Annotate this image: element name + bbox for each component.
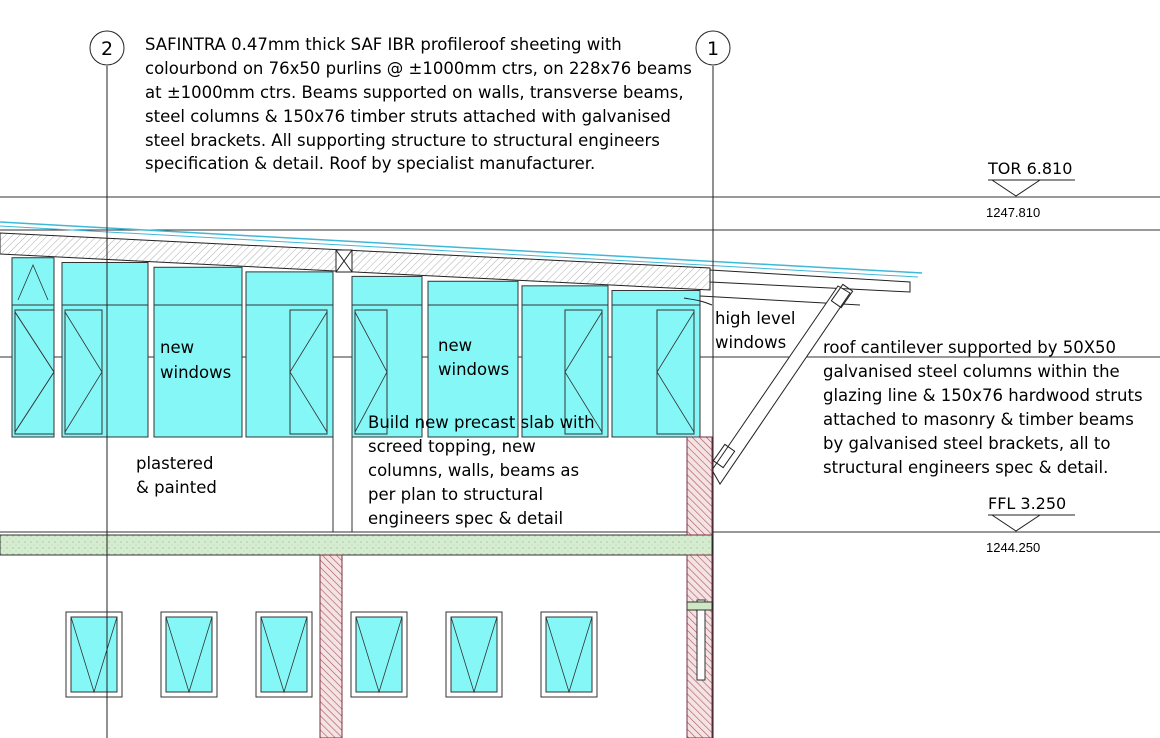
label-line: new — [160, 338, 194, 357]
level-value: 1244.250 — [986, 540, 1040, 555]
grid-marker-label: 2 — [101, 38, 113, 60]
upper-glazing — [11, 257, 701, 438]
roof-note: SAFINTRA 0.47mm thick SAF IBR profileroo… — [145, 35, 692, 173]
label-new-windows-2: new windows — [438, 336, 509, 379]
lower-window-glass — [545, 616, 593, 693]
leader-arrow-icon — [683, 297, 713, 306]
grid-marker-2: 2 — [89, 30, 125, 66]
label-line: high level — [715, 309, 795, 328]
note-line: steel brackets. All supporting structure… — [145, 131, 660, 150]
label-line: windows — [160, 363, 231, 382]
wall-opening — [696, 599, 706, 681]
note-line: screed topping, new — [368, 437, 536, 456]
note-line: per plan to structural — [368, 485, 543, 504]
grid-lines — [106, 66, 714, 738]
sash-hinge-lines — [70, 616, 118, 694]
top-hung-lines — [17, 263, 49, 301]
grid-marker-label: 1 — [707, 38, 719, 60]
label-line: new — [438, 336, 472, 355]
note-line: glazing line & 150x76 hardwood struts — [823, 386, 1143, 405]
opening-sash — [14, 309, 55, 435]
note-line: attached to masonry & timber beams — [823, 410, 1134, 429]
opening-sash — [289, 309, 328, 435]
label-line: windows — [715, 333, 786, 352]
sash-hinge-lines — [354, 311, 388, 433]
note-line: engineers spec & detail — [368, 509, 563, 528]
note-line: steel columns & 150x76 timber struts att… — [145, 107, 671, 126]
level-label: FFL 3.250 — [988, 494, 1066, 513]
lower-window-glass — [70, 616, 118, 693]
lower-window-glass — [355, 616, 403, 693]
sash-hinge-lines — [165, 616, 213, 694]
opening-sash — [564, 309, 603, 435]
label-high-level-windows: high level windows — [683, 297, 795, 352]
label-line: windows — [438, 360, 509, 379]
brick-column — [319, 554, 343, 738]
note-line: SAFINTRA 0.47mm thick SAF IBR profileroo… — [145, 35, 622, 54]
lower-window-glass — [260, 616, 308, 693]
sash-hinge-lines — [564, 311, 603, 433]
roof — [0, 221, 923, 306]
opening-sash — [64, 309, 103, 435]
note-line: columns, walls, beams as — [368, 461, 579, 480]
window-bay — [427, 280, 519, 438]
level-value: 1247.810 — [986, 205, 1040, 220]
level-tor: TOR 6.810 1247.810 — [986, 159, 1075, 220]
note-line: specification & detail. Roof by speciali… — [145, 154, 595, 173]
cantilever-note: roof cantilever supported by 50X50 galva… — [823, 338, 1143, 477]
note-line: colourbond on 76x50 purlins @ ±1000mm ct… — [145, 59, 692, 78]
floor-slab — [0, 534, 713, 556]
note-line: galvanised steel columns within the — [823, 362, 1120, 381]
level-label: TOR 6.810 — [987, 159, 1072, 178]
opening-sash — [354, 309, 388, 435]
lower-windows — [65, 611, 598, 698]
sash-hinge-lines — [355, 616, 403, 694]
brick-wall — [686, 436, 713, 536]
sash-hinge-lines — [545, 616, 593, 694]
level-triangle-icon — [990, 179, 1042, 197]
opening-sash — [656, 309, 695, 435]
grid-marker-1: 1 — [695, 30, 731, 66]
note-line: by galvanised steel brackets, all to — [823, 434, 1110, 453]
sash-hinge-lines — [450, 616, 498, 694]
lintel — [686, 601, 713, 611]
label-new-windows-1: new windows — [160, 338, 231, 382]
window-bay — [153, 266, 243, 438]
sash-hinge-lines — [656, 311, 695, 433]
level-triangle-icon — [990, 514, 1042, 532]
label-plastered: plastered & painted — [136, 454, 217, 497]
label-line: & painted — [136, 478, 217, 497]
level-ffl: FFL 3.250 1244.250 — [986, 494, 1075, 555]
lower-window-glass — [165, 616, 213, 693]
label-line: plastered — [136, 454, 213, 473]
sash-hinge-lines — [260, 616, 308, 694]
lower-window-glass — [450, 616, 498, 693]
roof-strut — [711, 283, 854, 485]
sash-hinge-lines — [14, 311, 55, 433]
slab-note: Build new precast slab with screed toppi… — [368, 413, 595, 528]
note-line: Build new precast slab with — [368, 413, 595, 432]
note-line: structural engineers spec & detail. — [823, 458, 1108, 477]
sash-hinge-lines — [289, 311, 328, 433]
note-line: roof cantilever supported by 50X50 — [823, 338, 1116, 357]
sash-hinge-lines — [64, 311, 103, 433]
note-line: at ±1000mm ctrs. Beams supported on wall… — [145, 83, 684, 102]
